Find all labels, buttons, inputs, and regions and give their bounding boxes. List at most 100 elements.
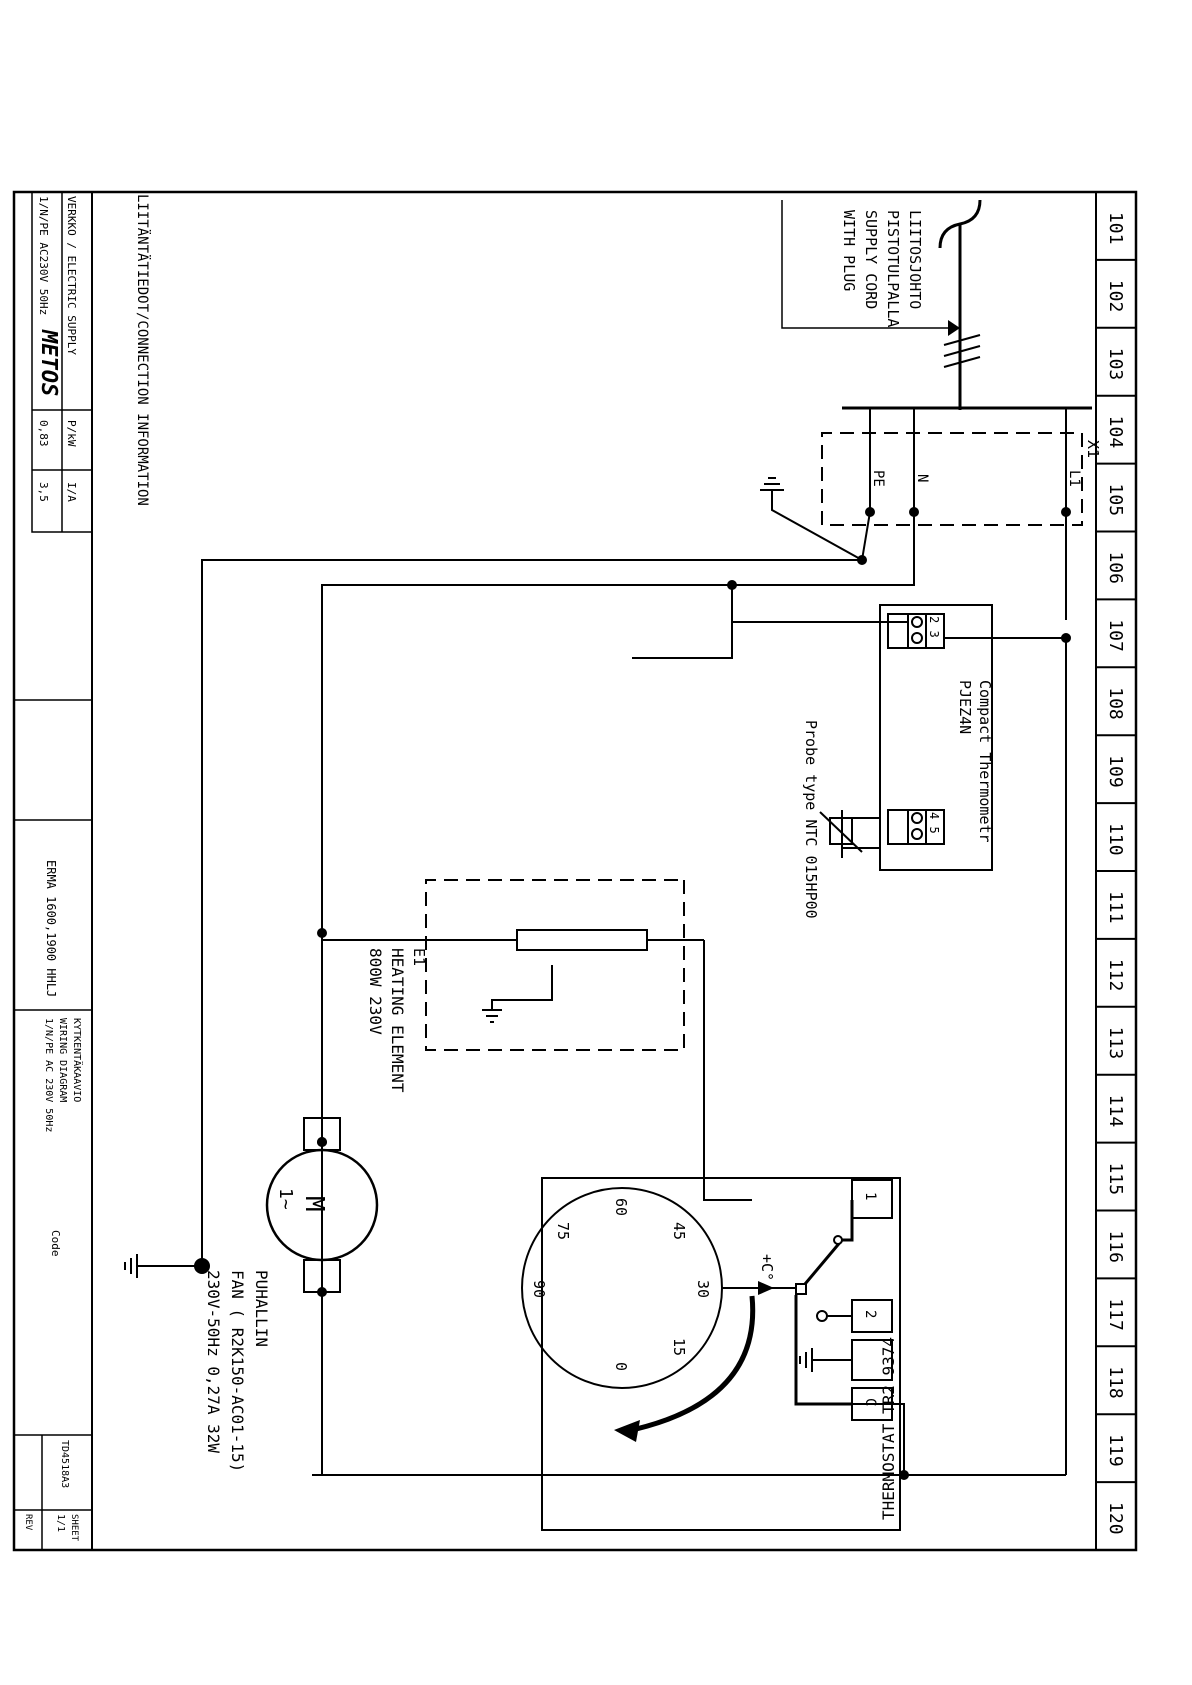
terminal-c-wire bbox=[852, 1403, 905, 1475]
switch-actuator bbox=[795, 1283, 807, 1295]
column-number: 104 bbox=[1105, 416, 1126, 449]
column-number: 105 bbox=[1105, 484, 1126, 517]
sheet-value: 1/1 bbox=[55, 1514, 66, 1532]
column-number: 114 bbox=[1105, 1095, 1126, 1128]
screw-4 bbox=[911, 812, 923, 824]
column-ticks bbox=[1096, 258, 1136, 1484]
dial-label: 0 bbox=[612, 1362, 630, 1371]
diagram-title-2: WIRING DIAGRAM bbox=[57, 1018, 68, 1102]
product-name: ERMA 1600,1900 HHLJ bbox=[44, 860, 58, 997]
supply-cord bbox=[781, 199, 1092, 410]
switch-pivot bbox=[833, 1235, 843, 1245]
thermostat-terminal-1-box bbox=[851, 1179, 893, 1219]
dial-label: 15 bbox=[670, 1338, 688, 1356]
thermometer-title-2: PJEZ4N bbox=[956, 680, 974, 734]
sheet-label: SHEET bbox=[69, 1514, 79, 1542]
probe-label: Probe type NTC 015HP00 bbox=[802, 720, 820, 919]
fan-motor bbox=[265, 1117, 379, 1297]
dial-label: 45 bbox=[670, 1222, 688, 1240]
fan-label-1: PUHALLIN bbox=[252, 1270, 271, 1347]
connection-supply-value: 1/N/PE AC230V 50Hz bbox=[37, 196, 50, 315]
column-number: 119 bbox=[1105, 1434, 1126, 1467]
fan-label-2: FAN ( R2K150-AC01-15) bbox=[228, 1270, 247, 1472]
cord-label-line-3: SUPPLY CORD bbox=[862, 210, 880, 309]
x1-dashed-outline bbox=[821, 432, 1083, 526]
column-number: 107 bbox=[1105, 619, 1126, 652]
connection-header-current: I/A bbox=[65, 482, 78, 502]
terminal-23-base bbox=[887, 613, 909, 649]
switch-contact-2 bbox=[816, 1310, 828, 1322]
column-number: 111 bbox=[1105, 891, 1126, 924]
motor-top-junction bbox=[317, 1137, 327, 1147]
title-block bbox=[14, 699, 92, 1550]
diagram-title-3: 1/N/PE AC 230V 50Hz bbox=[43, 1018, 54, 1132]
code-label: Code bbox=[49, 1230, 62, 1257]
cord-hatch-2 bbox=[943, 345, 981, 357]
motor-symbol: M bbox=[299, 1196, 329, 1212]
dial-label: 60 bbox=[612, 1198, 630, 1216]
hidden-spacer bbox=[796, 1288, 812, 1360]
terminal-45-base bbox=[887, 809, 909, 845]
compact-thermometer bbox=[732, 604, 1071, 871]
thermostat-terminal-c-label: C bbox=[862, 1398, 878, 1406]
thermostat-title: THERMOSTAT TR2 9374 bbox=[879, 1337, 898, 1520]
column-number: 102 bbox=[1105, 280, 1126, 313]
cord-label-line-2: PISTOTULPALLA bbox=[884, 210, 902, 327]
switch-blade bbox=[798, 1239, 844, 1291]
motor-phase: 1~ bbox=[275, 1188, 296, 1210]
connection-info-title: LIITÄNTÄTIEDOT/CONNECTION INFORMATION bbox=[134, 194, 152, 506]
neutral-junction-heater bbox=[317, 928, 327, 938]
thermostat-unit: +C° bbox=[758, 1254, 776, 1281]
connection-power-value: 0,83 bbox=[37, 420, 50, 447]
column-number: 117 bbox=[1105, 1298, 1126, 1331]
rotation-arrow-head bbox=[614, 1420, 640, 1442]
terminal-pe-label: PE bbox=[870, 470, 886, 487]
thermostat-terminal-2-label: 2 bbox=[862, 1310, 878, 1318]
pe-to-fan-wire bbox=[201, 559, 862, 1266]
neutral-to-thermometer bbox=[632, 585, 733, 659]
column-number: 120 bbox=[1105, 1502, 1126, 1535]
column-number: 101 bbox=[1105, 212, 1126, 245]
column-number: 110 bbox=[1105, 823, 1126, 856]
wire-pe-out bbox=[861, 511, 871, 561]
neutral-main-wire bbox=[312, 512, 915, 1476]
screw-5 bbox=[911, 828, 923, 840]
metos-logo: METOS bbox=[36, 329, 61, 396]
terminal-l1-label: L1 bbox=[1066, 470, 1082, 487]
column-number: 103 bbox=[1105, 348, 1126, 381]
x1-label: X1 bbox=[1084, 440, 1102, 458]
thermostat-tr2 bbox=[322, 638, 1067, 1531]
dial-label: 90 bbox=[530, 1280, 548, 1298]
cord-leader-arrow bbox=[948, 320, 960, 336]
supply-cord-text: LIITOSJOHTO PISTOTULPALLA SUPPLY CORD WI… bbox=[840, 210, 924, 327]
drawing-number: TD4518A3 bbox=[59, 1440, 70, 1488]
terminal-23-label: 2 3 bbox=[927, 616, 941, 638]
cord-label-line-4: WITH PLUG bbox=[840, 210, 858, 291]
rev-label: REV bbox=[23, 1514, 33, 1531]
column-number: 109 bbox=[1105, 755, 1126, 788]
thermostat-dial bbox=[521, 1187, 723, 1389]
fan-label-3: 230V-50Hz 0,27A 32W bbox=[204, 1270, 223, 1453]
cord-hatch-1 bbox=[943, 334, 981, 346]
heater-to-thermostat-wire bbox=[703, 940, 752, 1201]
connection-current-value: 3,5 bbox=[37, 482, 50, 502]
thermometer-box bbox=[879, 604, 993, 871]
screw-3 bbox=[911, 632, 923, 644]
terminal-45-label: 4 5 bbox=[927, 812, 941, 834]
switch-common-lead bbox=[794, 1295, 852, 1406]
terminal-l1-dot bbox=[1061, 507, 1071, 517]
column-number: 118 bbox=[1105, 1366, 1126, 1399]
heater-resistor bbox=[516, 929, 648, 951]
switch-arrow bbox=[758, 1281, 774, 1295]
column-number: 115 bbox=[1105, 1163, 1126, 1196]
column-number: 116 bbox=[1105, 1230, 1126, 1263]
column-number: 108 bbox=[1105, 687, 1126, 720]
heating-element-e1 bbox=[322, 879, 752, 1201]
cord-label-line-1: LIITOSJOHTO bbox=[906, 210, 924, 309]
column-number: 112 bbox=[1105, 959, 1126, 992]
thermostat-terminal-1-label: 1 bbox=[862, 1192, 878, 1200]
screw-2 bbox=[911, 616, 923, 628]
